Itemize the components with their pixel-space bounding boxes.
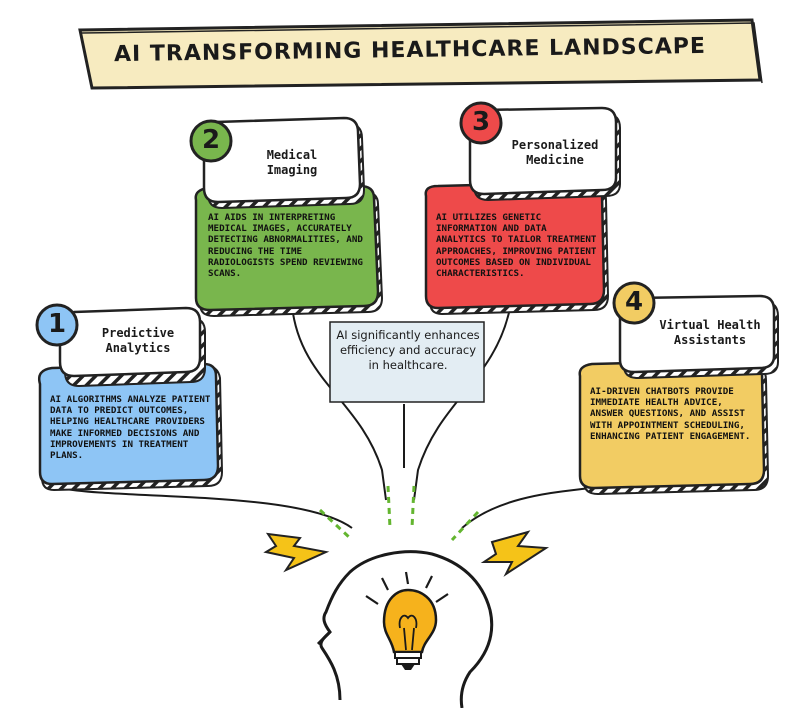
center-note-box (329, 321, 485, 403)
step-number-2: 2 (201, 125, 221, 155)
green-dashes (318, 485, 480, 542)
step-number-3: 3 (471, 107, 491, 137)
card-body-predictive-analytics: AI algorithms analyze patient data to pr… (50, 394, 211, 462)
card-medical-imaging (189, 116, 384, 318)
card-title-predictive-analytics: Predictive Analytics (101, 326, 175, 355)
card-title-medical-imaging: Medical Imaging (266, 148, 318, 177)
spark-icon-right (480, 530, 550, 577)
card-body-medical-imaging: AI aids in interpreting medical images, … (208, 212, 363, 280)
connector-line-1 (59, 487, 353, 529)
light-bulb-icon (365, 571, 449, 670)
card-title-personalized-medicine: Personalized Medicine (511, 138, 599, 167)
card-title-virtual-health-assistants: Virtual Health Assistants (659, 318, 761, 347)
title-banner (78, 18, 763, 90)
connector-line-4 (461, 487, 591, 529)
card-body-personalized-medicine: AI utilizes genetic information and data… (436, 212, 597, 280)
center-note-text: AI significantly enhances efficiency and… (336, 328, 480, 372)
spark-icon-left (263, 532, 330, 573)
card-virtual-health-assistants (578, 281, 779, 496)
card-personalized-medicine (424, 101, 621, 316)
card-body-virtual-health-assistants: AI-driven chatbots provide immediate hea… (590, 386, 751, 442)
card-predictive-analytics (35, 303, 224, 492)
step-number-1: 1 (47, 309, 67, 339)
step-number-4: 4 (624, 287, 644, 317)
